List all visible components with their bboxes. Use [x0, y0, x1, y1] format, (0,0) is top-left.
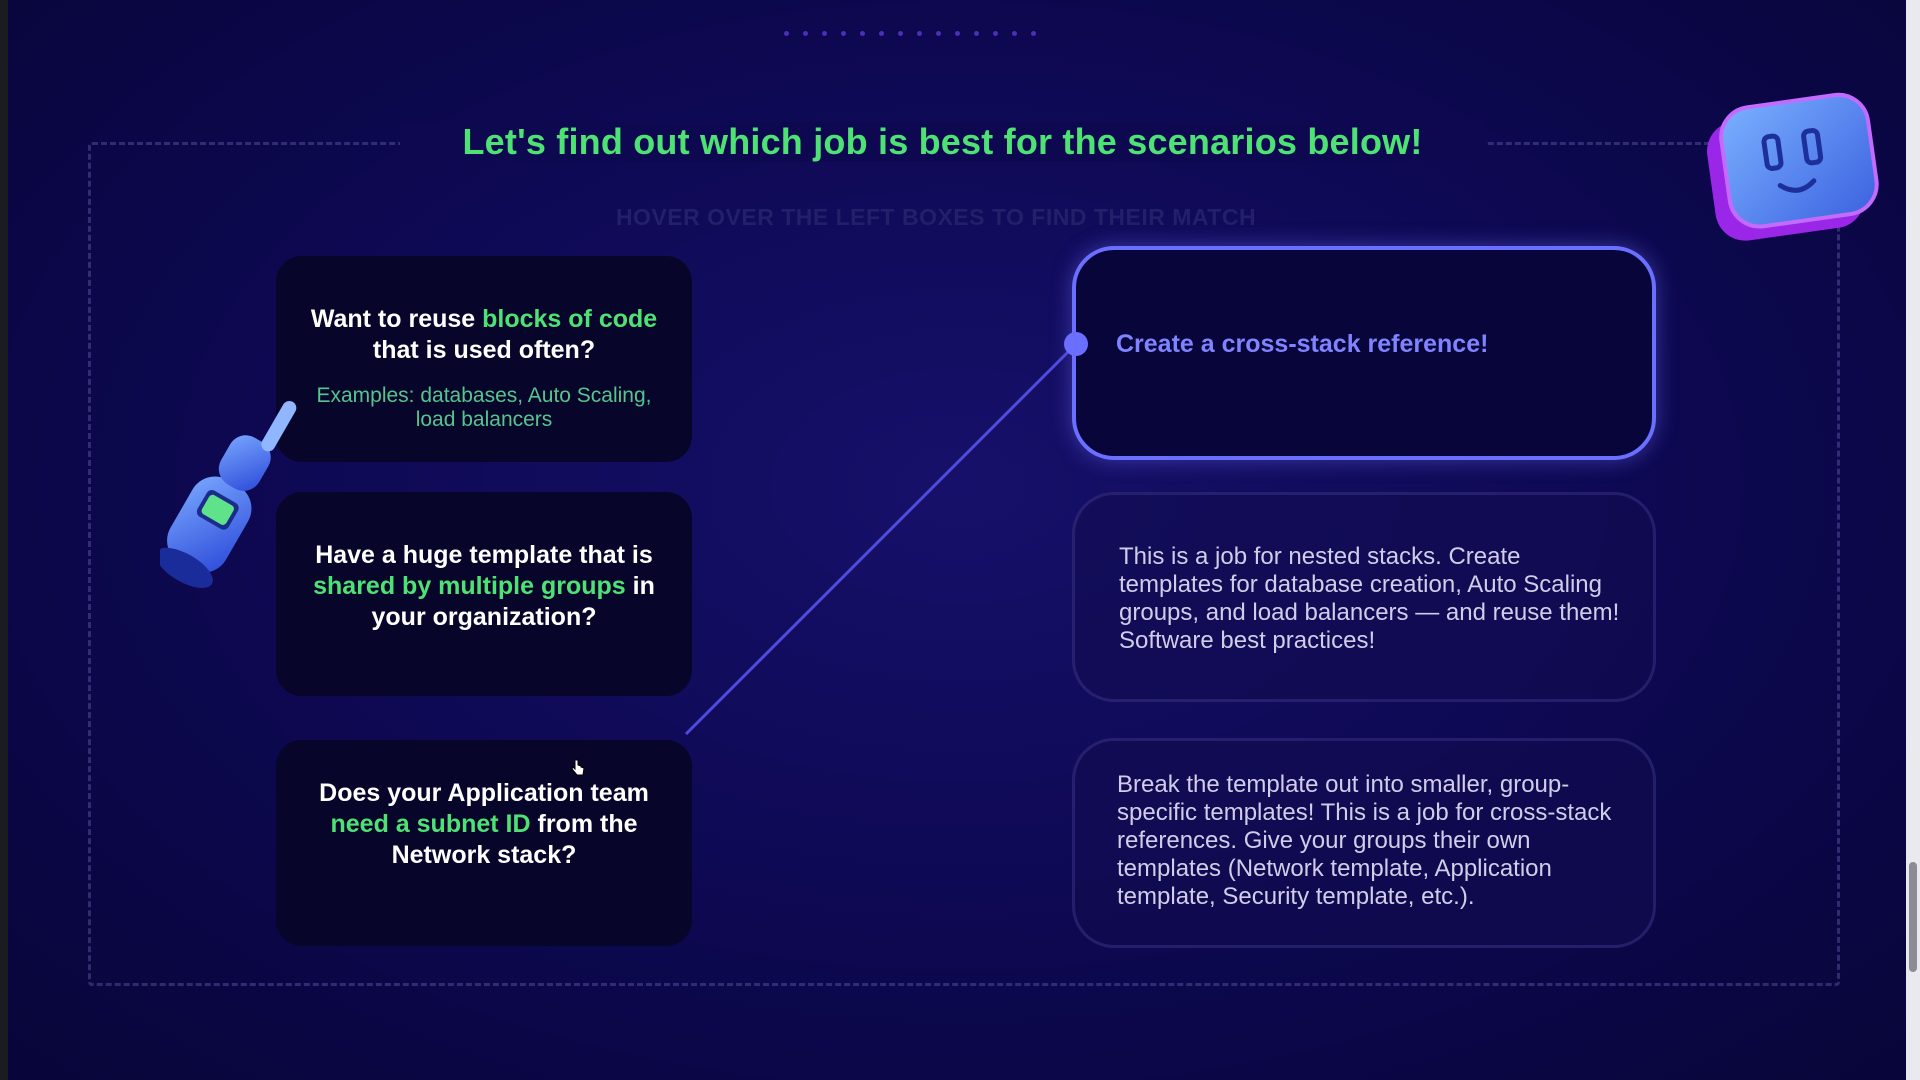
robot-face-icon [1707, 92, 1879, 241]
question-card-subnet-id[interactable]: Does your Application team need a subnet… [276, 740, 692, 946]
answer-text: This is a job for nested stacks. Create … [1119, 543, 1620, 654]
answer-card-cross-stack-reference: Create a cross-stack reference! [1072, 246, 1656, 460]
scrollbar-thumb[interactable] [1909, 862, 1917, 972]
answer-text: Break the template out into smaller, gro… [1117, 771, 1612, 910]
scrollbar-track[interactable] [1906, 0, 1920, 1080]
progress-dots [784, 31, 1036, 36]
connector-dot [1064, 332, 1088, 356]
question-text: Have a huge template that is shared by m… [313, 541, 655, 631]
answer-text: Create a cross-stack reference! [1116, 330, 1489, 358]
question-card-reuse-code[interactable]: Want to reuse blocks of code that is use… [276, 256, 692, 462]
question-examples: Examples: databases, Auto Scaling, load … [316, 384, 652, 431]
answer-card-group-templates: Break the template out into smaller, gro… [1072, 738, 1656, 948]
hand-cursor-icon [571, 759, 585, 776]
question-text: Want to reuse blocks of code that is use… [310, 305, 658, 364]
window-left-edge [0, 0, 8, 1080]
robot-arm-pointing-icon [160, 400, 297, 588]
question-card-shared-template[interactable]: Have a huge template that is shared by m… [276, 492, 692, 696]
instruction-text: HOVER OVER THE LEFT BOXES TO FIND THEIR … [615, 204, 1257, 230]
page-title: Let's find out which job is best for the… [400, 122, 1485, 162]
question-text: Does your Application team need a subnet… [319, 779, 649, 869]
answer-card-nested-stacks: This is a job for nested stacks. Create … [1072, 492, 1656, 702]
